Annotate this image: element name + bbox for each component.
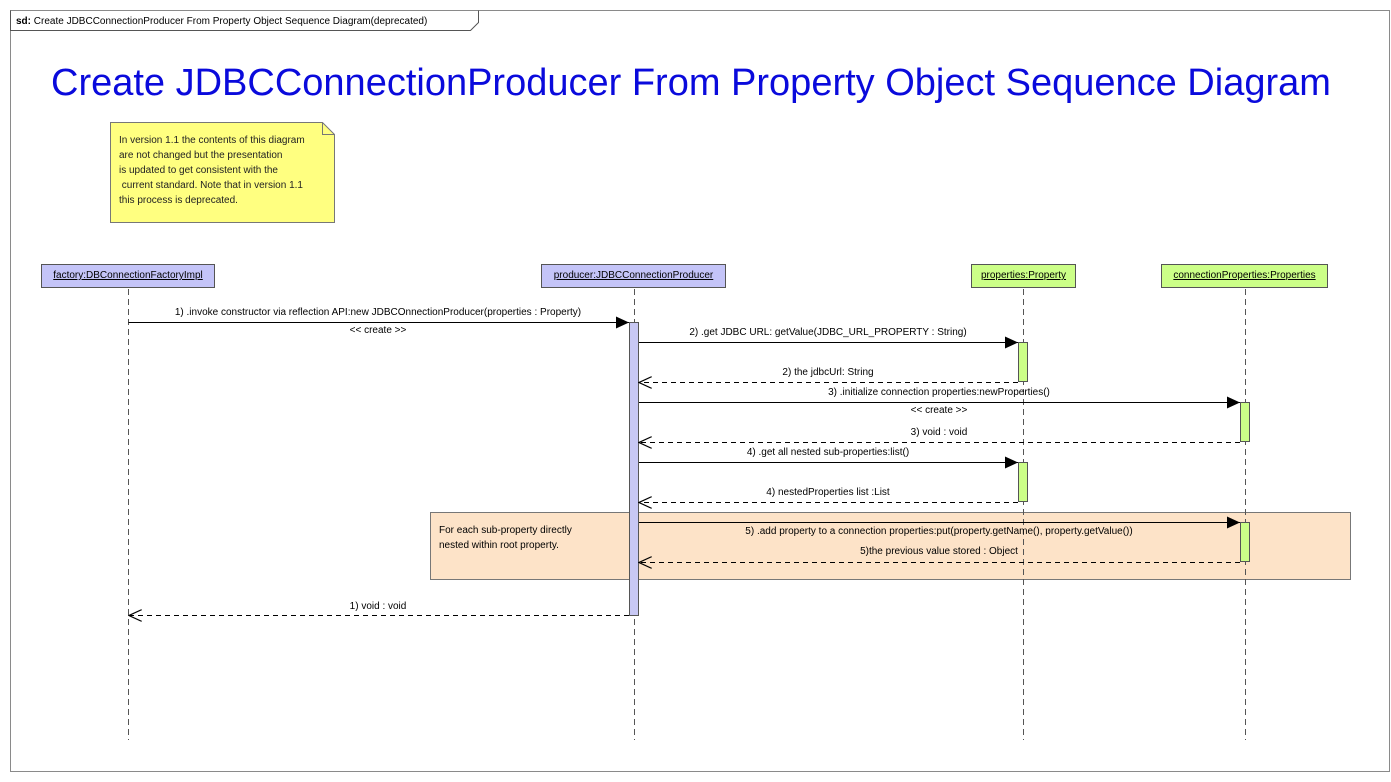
activation-producer — [629, 322, 639, 616]
frame-name: Create JDBCConnectionProducer From Prope… — [33, 16, 428, 27]
message-label-2: 2) .get JDBC URL: getValue(JDBC_URL_PROP… — [689, 327, 967, 338]
activation-properties-1 — [1018, 342, 1028, 382]
loop-fragment — [430, 512, 1351, 580]
message-stereotype-3: << create >> — [910, 405, 968, 416]
lifeline-head-producer[interactable]: producer:JDBCConnectionProducer — [541, 264, 726, 288]
message-stereotype-1: << create >> — [349, 325, 407, 336]
lifeline-head-properties[interactable]: properties:Property — [971, 264, 1076, 288]
frame-tab-label: sd: Create JDBCConnectionProducer From P… — [16, 16, 427, 27]
note-shape — [110, 122, 335, 223]
message-label-1-return: 1) void : void — [349, 601, 407, 612]
message-label-5: 5) .add property to a connection propert… — [745, 526, 1133, 537]
diagram-title: Create JDBCConnectionProducer From Prope… — [51, 62, 1331, 104]
frame-tag: sd: — [16, 16, 31, 27]
activation-connprops-1 — [1240, 402, 1250, 442]
message-label-2-return: 2) the jdbcUrl: String — [782, 367, 874, 378]
loop-fragment-note: For each sub-property directly nested wi… — [439, 525, 572, 551]
lifeline-head-factory[interactable]: factory:DBConnectionFactoryImpl — [41, 264, 215, 288]
message-label-3-return: 3) void : void — [910, 427, 968, 438]
message-label-3: 3) .initialize connection properties:new… — [828, 387, 1050, 398]
activation-connprops-2 — [1240, 522, 1250, 562]
message-label-1: 1) .invoke constructor via reflection AP… — [174, 307, 582, 318]
message-label-4: 4) .get all nested sub-properties:list() — [746, 447, 910, 458]
lifeline-head-connection-properties[interactable]: connectionProperties:Properties — [1161, 264, 1328, 288]
frame-tab-outline — [10, 10, 479, 31]
note-text: In version 1.1 the contents of this diag… — [119, 135, 305, 206]
message-label-4-return: 4) nestedProperties list :List — [766, 487, 890, 498]
activation-properties-2 — [1018, 462, 1028, 502]
diagram-frame: sd: Create JDBCConnectionProducer From P… — [10, 10, 1390, 772]
message-label-5-return: 5)the previous value stored : Object — [860, 546, 1018, 557]
